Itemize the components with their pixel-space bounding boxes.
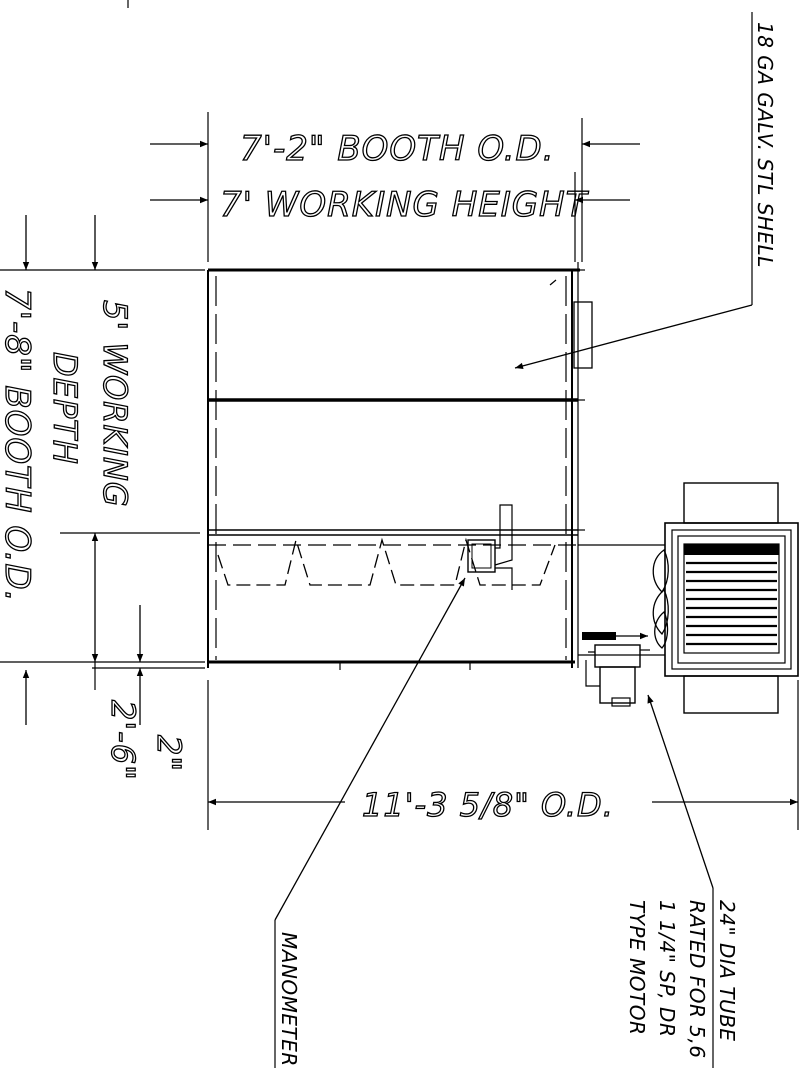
manometer-note-text: MANOMETER <box>277 932 301 1067</box>
exhaust-fan <box>578 482 799 714</box>
booth-od-height-label: 7'-2" BOOTH O.D. <box>240 129 555 169</box>
depth-dimensions: 5' WORKING DEPTH 7'-8" BOOTH O.D. 2'-6" … <box>0 215 205 781</box>
overall-od-dimension: 11'-3 5/8" O.D. <box>207 680 799 830</box>
fan-note: 24" DIA TUBE RATED FOR 5,6 1 1/4" SP, DR… <box>625 694 739 1068</box>
overall-od-label: 11'-3 5/8" O.D. <box>362 786 614 824</box>
shell-note: 18 GA GALV. STL SHELL <box>514 12 777 370</box>
shell-note-text: 18 GA GALV. STL SHELL <box>753 22 777 268</box>
booth-body <box>207 262 593 670</box>
fan-note-line-4: TYPE MOTOR <box>625 900 649 1035</box>
booth-od-depth-label: 7'-8" BOOTH O.D. <box>0 288 37 603</box>
working-height-label: 7' WORKING HEIGHT <box>220 185 589 225</box>
height-dimensions: 7'-2" BOOTH O.D. 7' WORKING HEIGHT <box>150 112 640 262</box>
fan-note-line-2: RATED FOR 5,6 <box>685 900 709 1059</box>
working-depth-label-1: 5' WORKING <box>96 300 134 508</box>
fan-note-line-1: 24" DIA TUBE <box>715 900 739 1042</box>
working-depth-label-2: DEPTH <box>46 352 84 465</box>
fan-note-line-3: 1 1/4" SP, DR <box>655 900 679 1037</box>
manometer-note: MANOMETER <box>274 577 466 1068</box>
two-foot-six-label: 2'-6" <box>104 700 142 781</box>
two-inch-label: 2" <box>150 735 188 772</box>
